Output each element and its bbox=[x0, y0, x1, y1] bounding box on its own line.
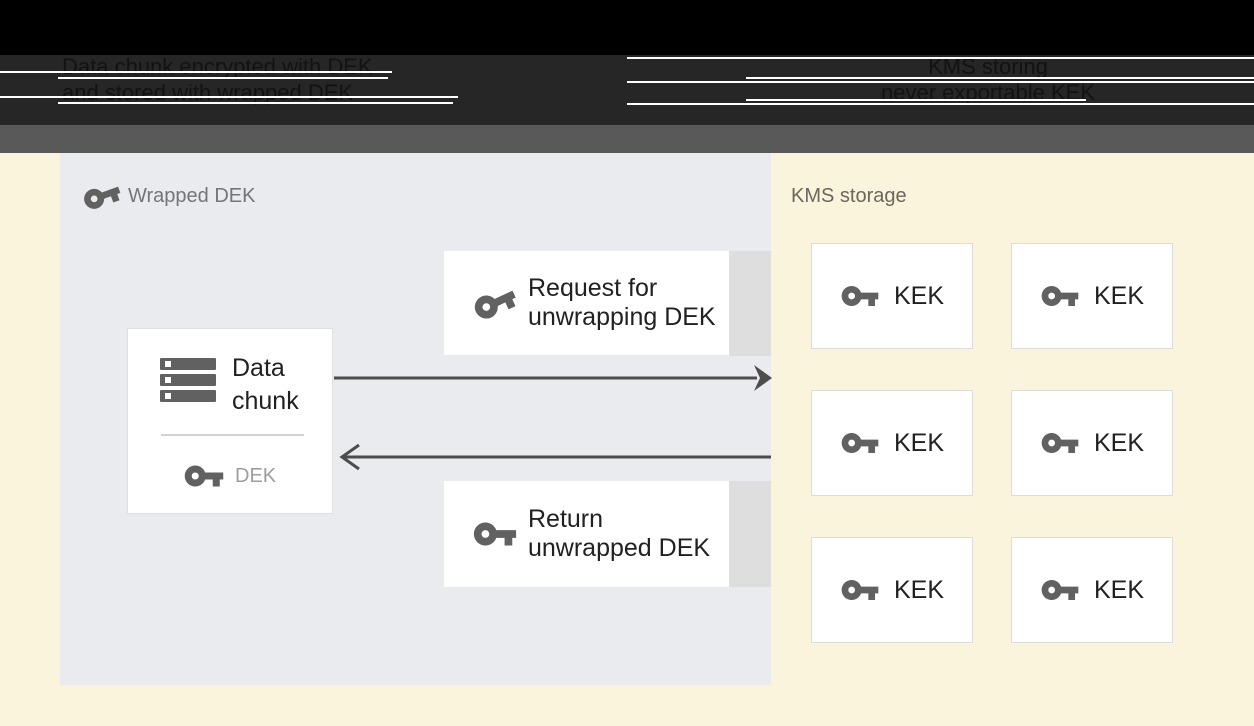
kek-label: KEK bbox=[893, 281, 945, 310]
return-box-tab bbox=[729, 481, 771, 587]
kek-grid: KEK KEK KEK KEK KEK KEK bbox=[811, 243, 1173, 643]
wrapped-dek-title: Wrapped DEK bbox=[128, 185, 256, 207]
kek-box: KEK bbox=[811, 537, 973, 643]
key-icon bbox=[472, 511, 518, 557]
kms-storage-title: KMS storage bbox=[791, 185, 907, 207]
caption-line: Data chunk encrypted with DEK bbox=[62, 54, 373, 79]
gray-divider-bar bbox=[0, 125, 1254, 153]
return-box-label: Return unwrapped DEK bbox=[528, 505, 711, 562]
artifact-line bbox=[0, 96, 458, 98]
key-icon bbox=[183, 455, 225, 497]
artifact-line bbox=[746, 99, 1086, 101]
key-icon bbox=[1040, 570, 1080, 610]
caption-wrapped-dek: Data chunk encrypted with DEK and stored… bbox=[62, 54, 482, 106]
artifact-line bbox=[58, 102, 453, 104]
key-icon bbox=[1040, 276, 1080, 316]
header-caption-band bbox=[0, 55, 1254, 125]
kek-box: KEK bbox=[811, 243, 973, 349]
wrapped-dek-panel: Wrapped DEK Data bbox=[60, 153, 772, 685]
return-arrow-left bbox=[339, 443, 771, 471]
return-unwrap-box: Return unwrapped DEK bbox=[444, 481, 729, 587]
key-icon bbox=[840, 423, 880, 463]
kek-label: KEK bbox=[893, 428, 945, 457]
kek-box: KEK bbox=[1011, 390, 1173, 496]
kek-box: KEK bbox=[1011, 537, 1173, 643]
black-header-area bbox=[0, 0, 1254, 55]
request-box-tab bbox=[729, 251, 771, 356]
request-unwrap-box: Request for unwrapping DEK bbox=[444, 251, 729, 355]
kek-box: KEK bbox=[811, 390, 973, 496]
key-icon bbox=[464, 272, 525, 333]
artifact-line bbox=[627, 103, 1254, 105]
request-box-label: Request for unwrapping DEK bbox=[528, 274, 716, 331]
artifact-line bbox=[746, 77, 1254, 79]
key-icon bbox=[76, 170, 127, 221]
kek-label: KEK bbox=[1093, 428, 1145, 457]
request-arrow-right bbox=[334, 365, 772, 391]
key-icon bbox=[840, 570, 880, 610]
artifact-line bbox=[627, 57, 1254, 59]
key-icon bbox=[1040, 423, 1080, 463]
kek-label: KEK bbox=[1093, 281, 1145, 310]
artifact-line bbox=[58, 77, 388, 79]
dek-label: DEK bbox=[235, 465, 277, 487]
data-chunk-box: Data chunk DEK bbox=[127, 328, 333, 514]
caption-line: and stored with wrapped DEK bbox=[62, 80, 354, 105]
kek-box: KEK bbox=[1011, 243, 1173, 349]
divider bbox=[161, 434, 304, 436]
data-chunk-label: Data chunk bbox=[232, 354, 299, 415]
kek-label: KEK bbox=[893, 575, 945, 604]
data-chunk-server-icon bbox=[160, 358, 216, 408]
kek-label: KEK bbox=[1093, 575, 1145, 604]
artifact-line bbox=[627, 81, 1254, 83]
artifact-line bbox=[0, 71, 392, 73]
key-icon bbox=[840, 276, 880, 316]
